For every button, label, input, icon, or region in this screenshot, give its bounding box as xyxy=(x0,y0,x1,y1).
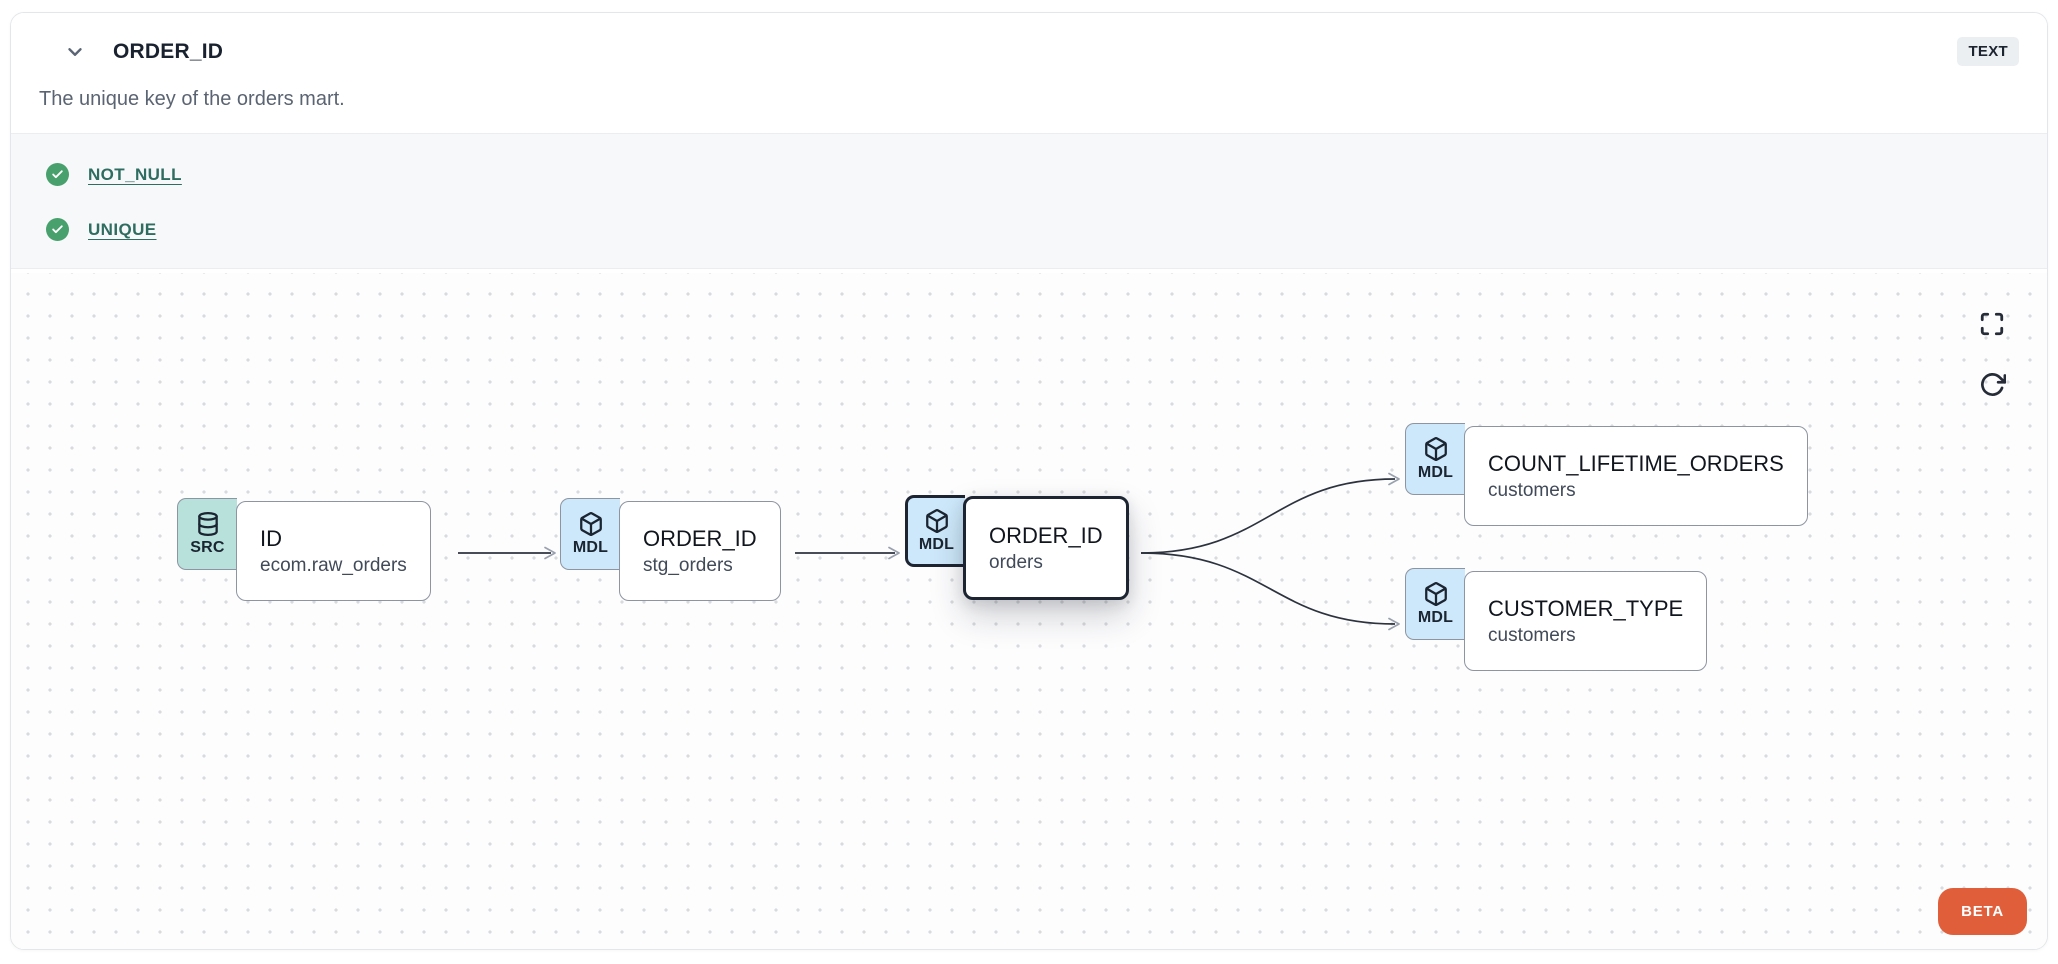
test-row: UNIQUE xyxy=(11,202,2047,257)
node-card: ORDER_ID orders xyxy=(963,496,1129,600)
lineage-node-order-id-orders-selected[interactable]: MDL ORDER_ID orders xyxy=(905,495,1129,600)
node-title: ORDER_ID xyxy=(643,525,757,551)
test-pass-check-icon xyxy=(46,218,69,241)
refresh-button[interactable] xyxy=(1969,361,2015,407)
cube-icon xyxy=(1424,582,1447,607)
resource-type-badge-mdl: MDL xyxy=(905,495,965,567)
resource-type-badge-mdl: MDL xyxy=(1405,568,1465,640)
edge xyxy=(1140,552,1396,625)
node-card: CUSTOMER_TYPE customers xyxy=(1464,571,1708,671)
lineage-node-count-lifetime-orders[interactable]: MDL COUNT_LIFETIME_ORDERS customers xyxy=(1405,423,1808,526)
chevron-down-icon xyxy=(68,47,82,56)
badge-label: MDL xyxy=(572,539,609,556)
lineage-node-order-id-stg-orders[interactable]: MDL ORDER_ID stg_orders xyxy=(560,498,781,601)
test-pass-check-icon xyxy=(46,163,69,186)
badge-label: MDL xyxy=(1417,464,1454,481)
edge xyxy=(1140,478,1396,554)
node-subtitle: stg_orders xyxy=(643,554,733,576)
lineage-canvas[interactable]: SRC ID ecom.raw_orders MDL ORDER_ID stg_… xyxy=(11,273,2047,949)
test-link-unique[interactable]: UNIQUE xyxy=(88,219,157,239)
edge-arrowhead xyxy=(1388,472,1400,486)
edge-arrowhead xyxy=(544,546,556,560)
column-title: ORDER_ID xyxy=(113,39,224,63)
node-title: COUNT_LIFETIME_ORDERS xyxy=(1488,450,1784,476)
node-card: ID ecom.raw_orders xyxy=(236,501,431,601)
data-type-badge: TEXT xyxy=(1957,37,2019,66)
node-title: CUSTOMER_TYPE xyxy=(1488,595,1684,621)
badge-label: SRC xyxy=(190,539,225,556)
cube-icon xyxy=(1424,437,1447,462)
cube-icon xyxy=(925,509,948,534)
column-details-panel: ORDER_ID TEXT The unique key of the orde… xyxy=(10,12,2048,950)
canvas-controls xyxy=(1969,301,2015,407)
cube-icon xyxy=(579,512,602,537)
lineage-edges xyxy=(458,472,1400,631)
fullscreen-button[interactable] xyxy=(1969,301,2015,347)
resource-type-badge-mdl: MDL xyxy=(1405,423,1465,495)
resource-type-badge-mdl: MDL xyxy=(560,498,620,570)
node-title: ORDER_ID xyxy=(989,522,1103,548)
edge-arrowhead xyxy=(888,546,900,560)
node-card: COUNT_LIFETIME_ORDERS customers xyxy=(1464,426,1808,526)
node-title: ID xyxy=(260,525,282,551)
column-description: The unique key of the orders mart. xyxy=(39,88,345,110)
node-subtitle: ecom.raw_orders xyxy=(260,554,407,576)
test-link-not-null[interactable]: NOT_NULL xyxy=(88,164,182,184)
database-icon xyxy=(197,512,218,536)
badge-label: MDL xyxy=(1417,609,1454,626)
refresh-icon xyxy=(1980,372,2006,396)
resource-type-badge-src: SRC xyxy=(177,498,237,570)
fullscreen-icon xyxy=(1980,312,2004,336)
lineage-node-id-raw-orders[interactable]: SRC ID ecom.raw_orders xyxy=(177,498,431,601)
node-subtitle: customers xyxy=(1488,624,1576,646)
collapse-chevron-button[interactable] xyxy=(61,38,89,66)
node-subtitle: orders xyxy=(989,551,1043,573)
panel-header: ORDER_ID TEXT The unique key of the orde… xyxy=(11,13,2047,111)
beta-badge: BETA xyxy=(1938,888,2027,935)
badge-label: MDL xyxy=(918,536,955,553)
lineage-node-customer-type[interactable]: MDL CUSTOMER_TYPE customers xyxy=(1405,568,1708,671)
node-subtitle: customers xyxy=(1488,479,1576,501)
test-row: NOT_NULL xyxy=(11,147,2047,202)
edge-arrowhead xyxy=(1388,617,1400,631)
tests-section: NOT_NULL UNIQUE xyxy=(11,133,2047,269)
node-card: ORDER_ID stg_orders xyxy=(619,501,781,601)
